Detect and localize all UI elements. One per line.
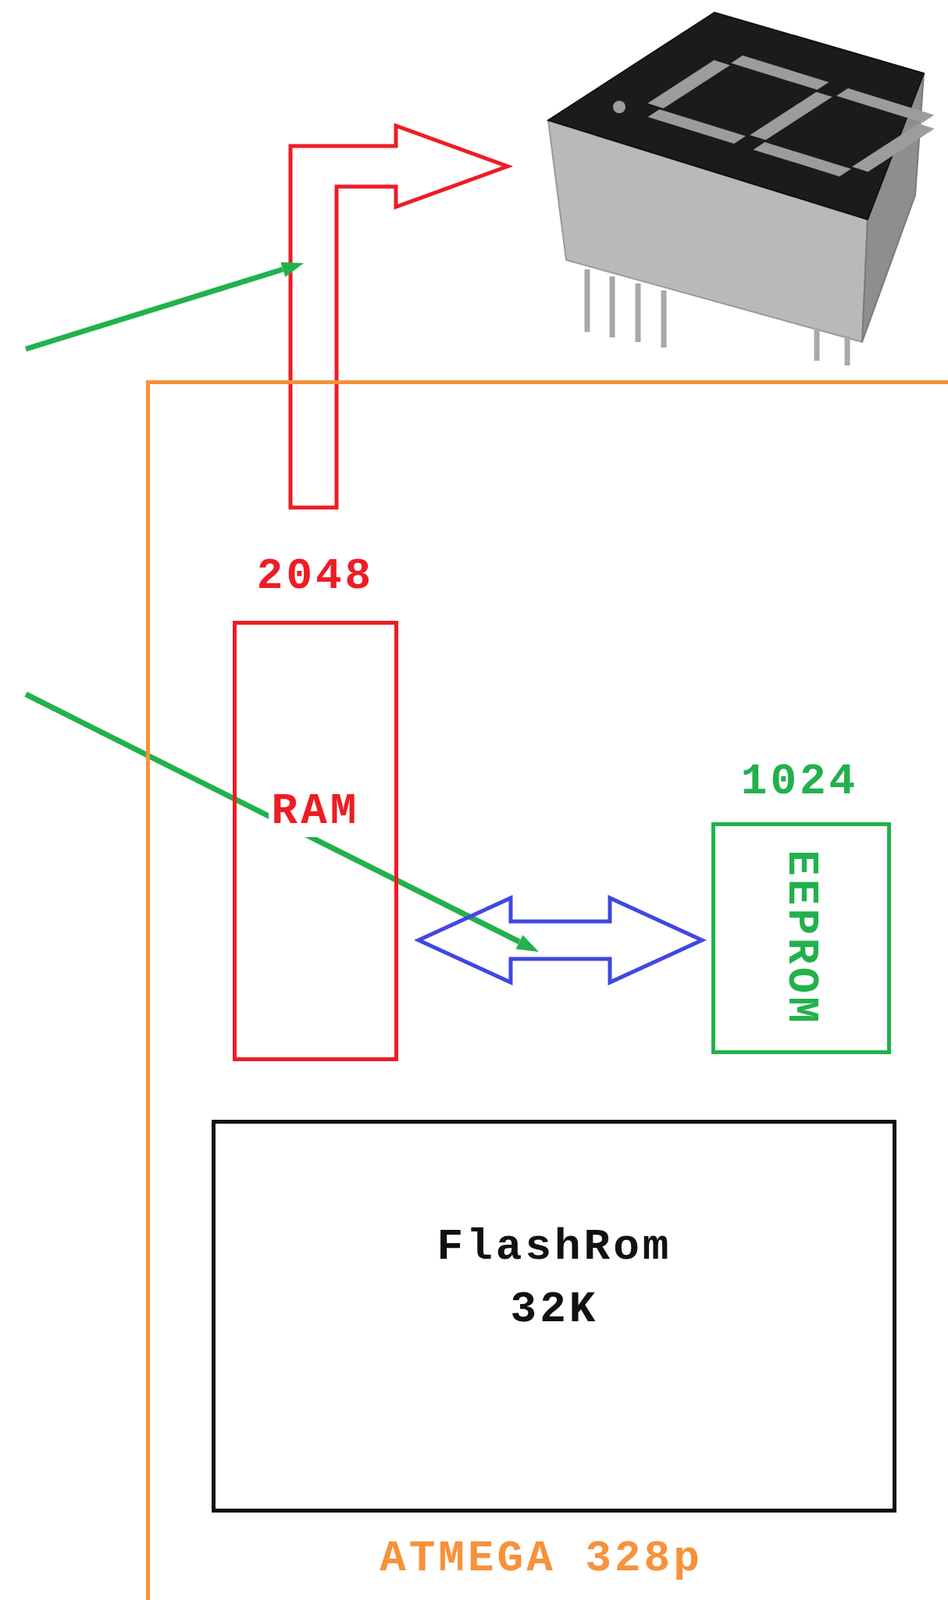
memory-size: 1024: [741, 755, 859, 808]
memory-label: FlashRom 32K: [425, 1215, 684, 1341]
segment: [648, 109, 746, 144]
pointer-line: [25, 269, 283, 350]
ram-box: 2048RAM: [232, 620, 399, 1062]
display-pins: [587, 269, 848, 366]
segment: [749, 92, 833, 141]
chip-label: ATMEGA 328p: [379, 1532, 703, 1585]
segment: [753, 142, 852, 177]
segment: [851, 123, 935, 172]
memory-label: EEPROM: [775, 849, 827, 1027]
segment: [836, 88, 934, 123]
memory-size: 2048: [256, 550, 375, 603]
eeprom-box: 1024EEPROM: [711, 822, 891, 1055]
chip-outline: 2048RAM1024EEPROMFlashRom 32KATMEGA 328p: [146, 380, 948, 1600]
pin: [584, 269, 591, 332]
pin: [609, 276, 616, 338]
segment: [647, 60, 731, 109]
pin: [661, 290, 667, 348]
pin: [635, 283, 642, 343]
pointer-arrow: [25, 262, 304, 350]
pointer-line: [25, 694, 520, 942]
segment: [730, 55, 829, 90]
decimal-point: [612, 100, 626, 114]
pointer-arrow: [25, 694, 539, 952]
pointer-head: [516, 935, 540, 953]
pin: [844, 335, 851, 366]
pin: [814, 327, 820, 361]
flash-box: FlashRom 32K: [211, 1119, 897, 1513]
output-arrow: [290, 125, 508, 508]
segments: [633, 50, 948, 181]
data-transfer-arrow: [418, 898, 703, 983]
memory-label: RAM: [268, 785, 364, 838]
seven-segment-display: [548, 12, 948, 366]
pointer-head: [280, 262, 304, 278]
display-face: [548, 12, 924, 220]
